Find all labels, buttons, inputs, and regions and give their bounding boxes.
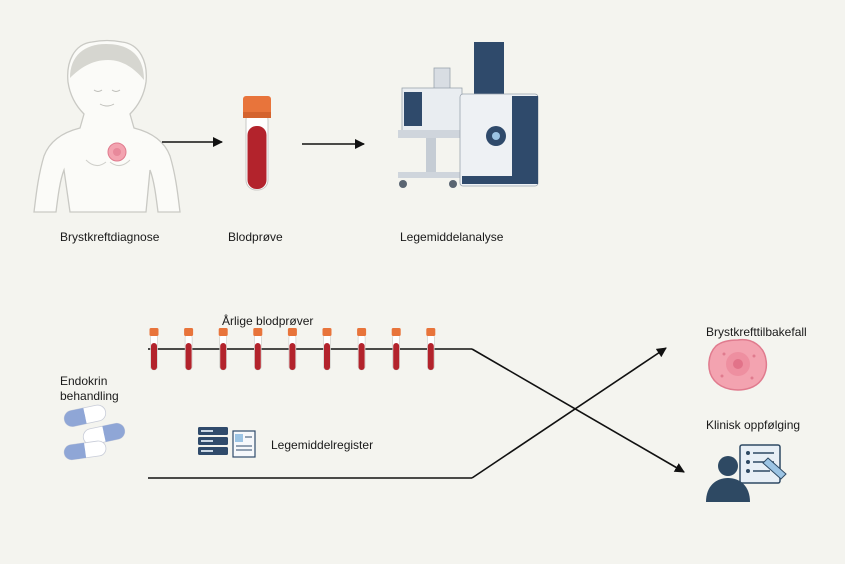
tumor-cell-icon — [708, 338, 768, 391]
annual-sample-tube — [218, 328, 228, 371]
annual-sample-tube — [322, 328, 332, 371]
blood-tube-icon — [243, 96, 271, 191]
annual-sample-tube — [184, 328, 194, 371]
lab-instrument-icon — [398, 42, 539, 188]
annual-samples-label: Årlige blodprøver — [222, 314, 314, 328]
annual-sample-tubes — [149, 328, 436, 371]
annual-sample-tube — [287, 328, 297, 371]
endocrine-label-line1: Endokrin — [60, 374, 108, 388]
patient-figure-icon — [33, 39, 181, 213]
clinical-followup-icon — [706, 444, 787, 502]
relapse-label: Brystkrefttilbakefall — [706, 325, 807, 339]
followup-label: Klinisk oppfølging — [706, 418, 801, 432]
endocrine-label-line2: behandling — [60, 389, 119, 403]
annual-sample-tube — [391, 328, 401, 371]
registry-label: Legemiddelregister — [271, 438, 374, 452]
drug-analysis-label: Legemiddelanalyse — [400, 230, 504, 244]
annual-sample-tube — [149, 328, 159, 371]
arrow-registry-to-relapse — [471, 347, 667, 479]
diagnosis-label: Brystkreftdiagnose — [60, 230, 160, 244]
annual-sample-tube — [253, 328, 263, 371]
prescription-document-icon — [232, 430, 256, 458]
annual-sample-tube — [426, 328, 436, 371]
annual-sample-tube — [357, 328, 367, 371]
database-server-icon — [198, 427, 228, 455]
pills-icon — [63, 404, 126, 461]
arrow-samples-to-followup — [471, 348, 685, 473]
blood-sample-label: Blodprøve — [228, 230, 283, 244]
